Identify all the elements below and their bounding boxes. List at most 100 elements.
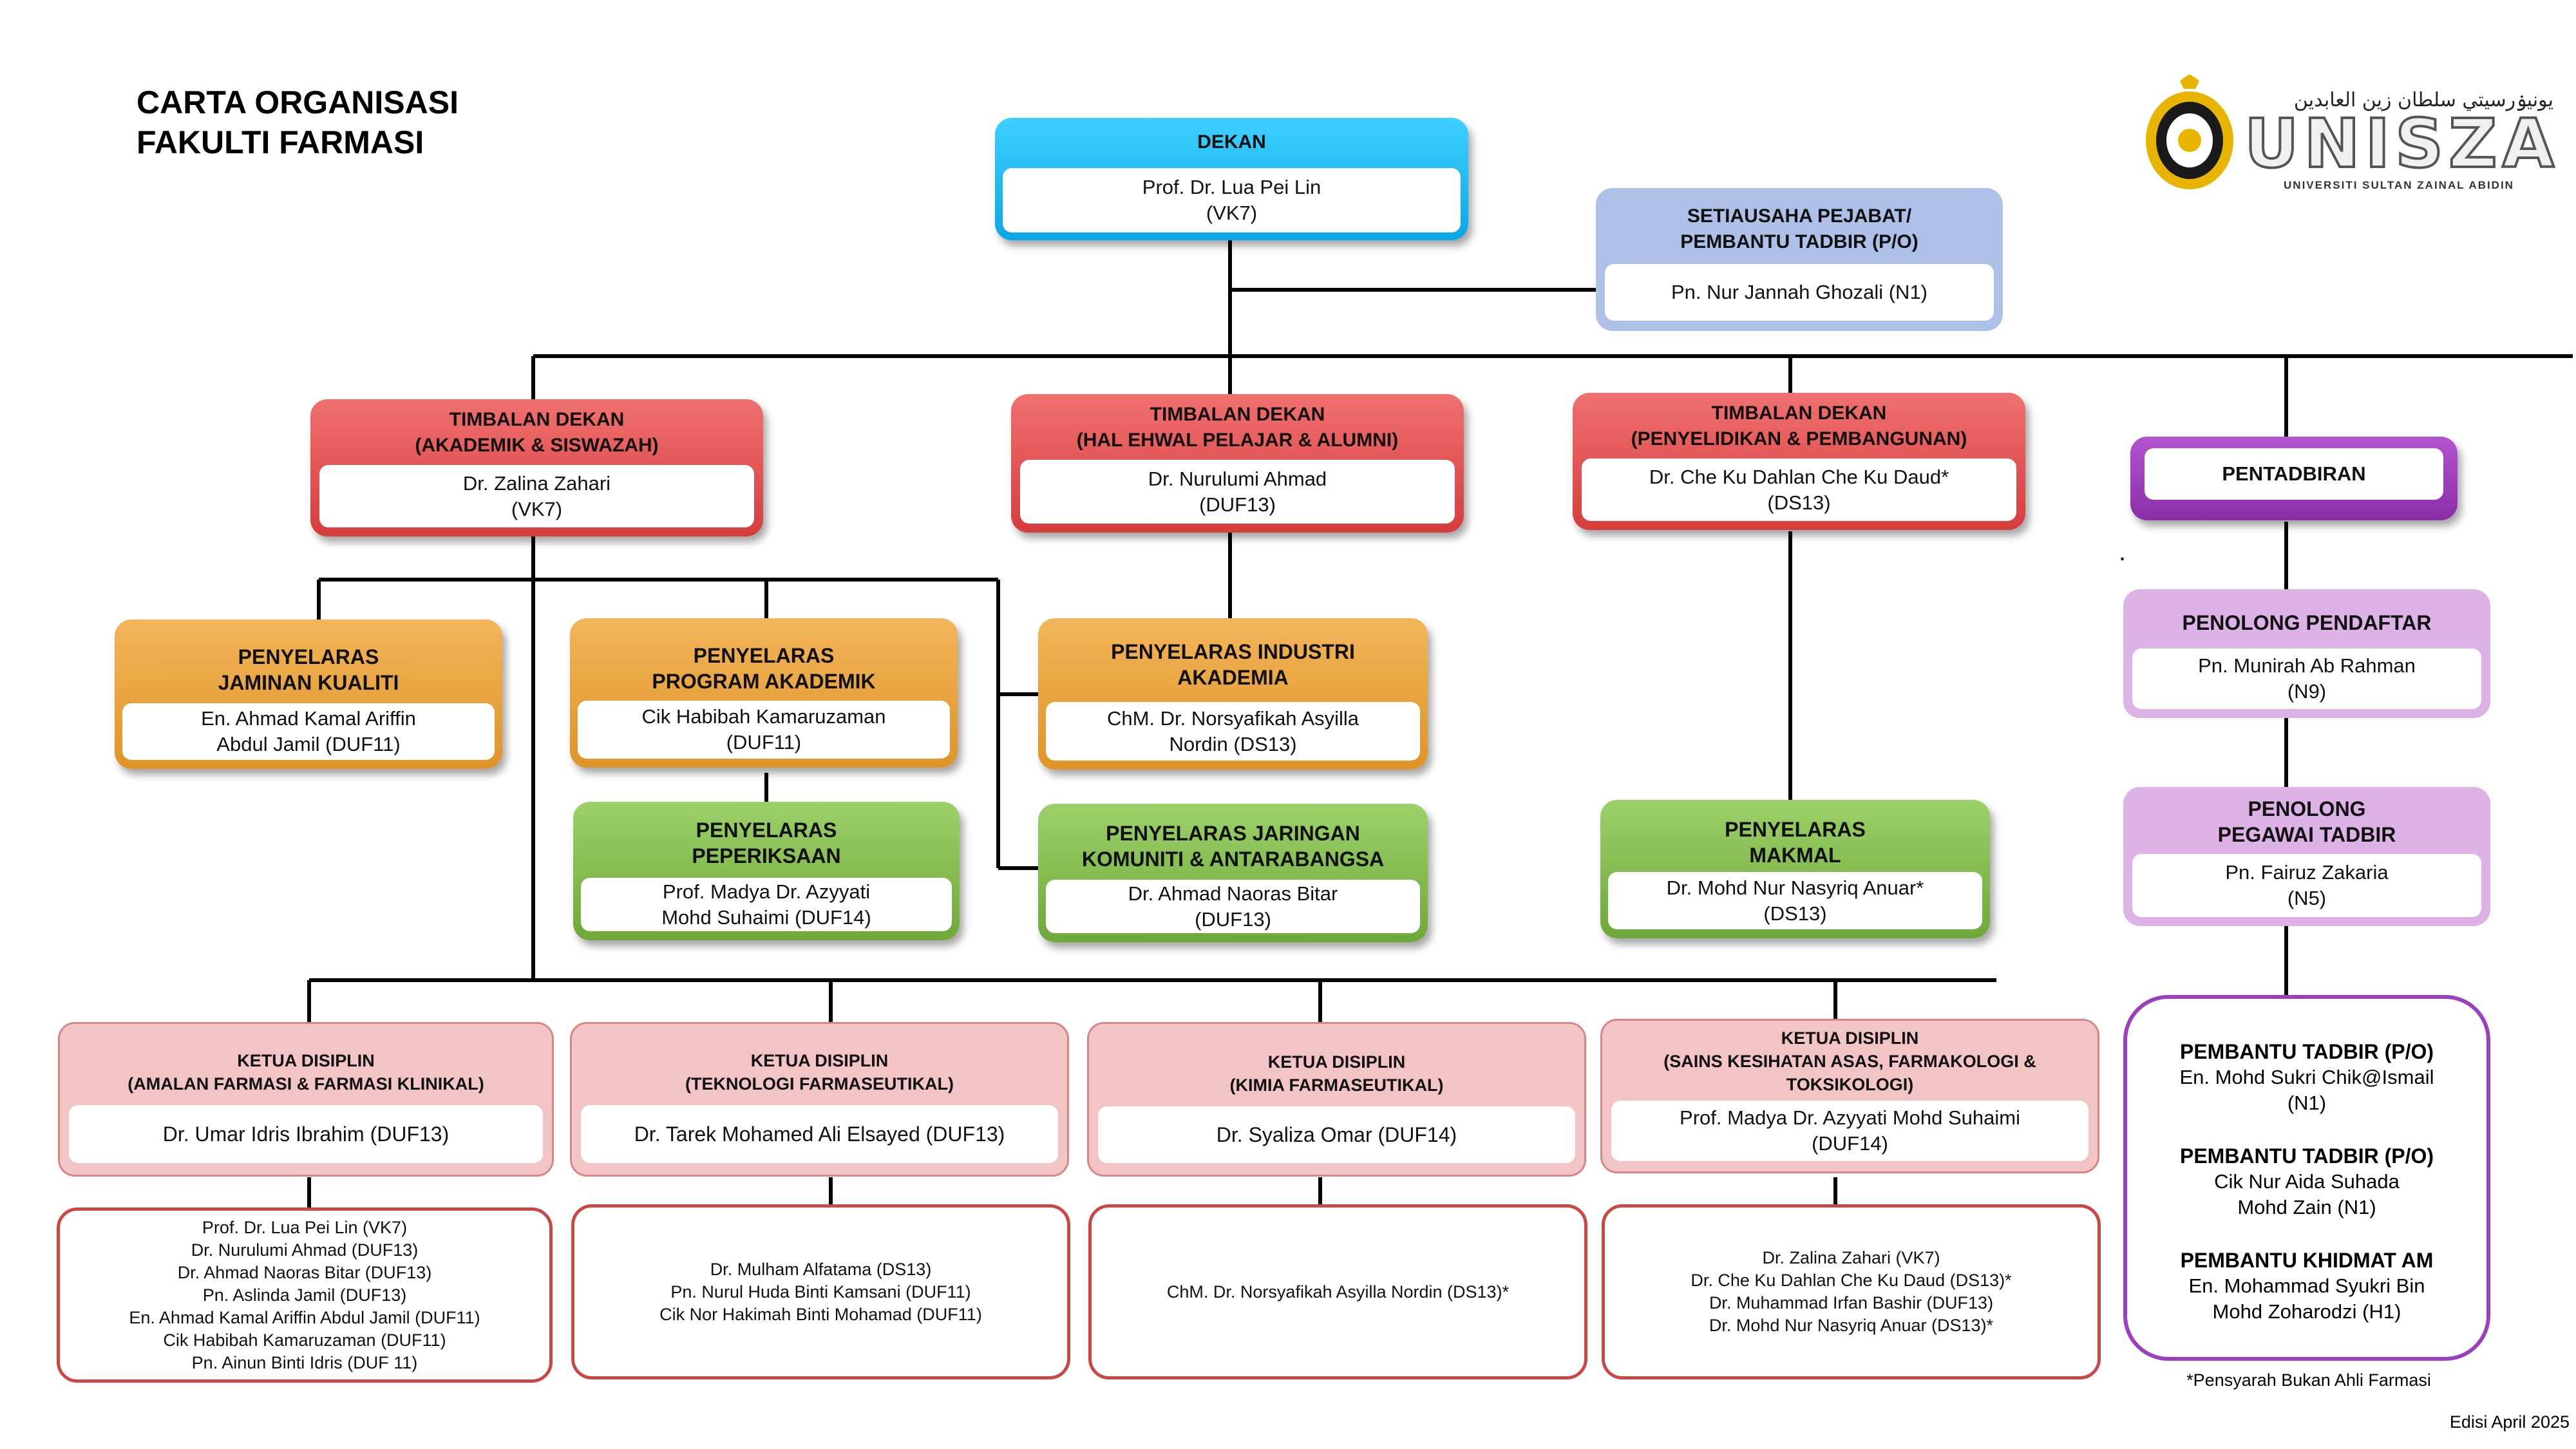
list-item: ChM. Dr. Norsyafikah Asyilla Nordin (DS1…: [1166, 1282, 1510, 1302]
pegawai-grade: (N5): [2287, 887, 2327, 909]
program-title-line1: PENYELARAS: [693, 644, 835, 667]
industri-inner: ChM. Dr. Norsyafikah Asyilla Nordin (DS1…: [1046, 702, 1420, 761]
makmal-grade: (DS13): [1763, 902, 1827, 925]
td3-title-line1: TIMBALAN DEKAN: [1711, 402, 1887, 424]
chart-title-line2: FAKULTI FARMASI: [137, 124, 424, 160]
pendaftar-name: Pn. Munirah Ab Rahman: [2198, 654, 2416, 677]
kd3-title-line2: (KIMIA FARMASEUTIKAL): [1229, 1075, 1444, 1095]
makmal-title: PENYELARAS MAKMAL: [1600, 815, 1990, 869]
jaringan-name: Dr. Ahmad Naoras Bitar: [1128, 882, 1338, 905]
penyelaras-industri-akademia-box: PENYELARAS INDUSTRI AKADEMIA ChM. Dr. No…: [1038, 618, 1428, 770]
pembantu-staff-box: PEMBANTU TADBIR (P/O) En. Mohd Sukri Chi…: [2123, 995, 2490, 1361]
staff-1: PEMBANTU TADBIR (P/O) En. Mohd Sukri Chi…: [2180, 1031, 2434, 1116]
td3-title-line2: (PENYELIDIKAN & PEMBANGUNAN): [1631, 428, 1967, 450]
kd4-inner: Prof. Madya Dr. Azyyati Mohd Suhaimi (DU…: [1611, 1101, 2088, 1161]
kd2-title: KETUA DISIPLIN (TEKNOLOGI FARMASEUTIKAL): [572, 1048, 1067, 1096]
kd2-title-line2: (TEKNOLOGI FARMASEUTIKAL): [685, 1074, 954, 1094]
td2-inner: Dr. Nurulumi Ahmad (DUF13): [1020, 460, 1455, 524]
kd2-name: Dr. Tarek Mohamed Ali Elsayed (DUF13): [634, 1122, 1005, 1146]
industri-title: PENYELARAS INDUSTRI AKADEMIA: [1038, 638, 1428, 692]
td3-name: Dr. Che Ku Dahlan Che Ku Daud*: [1649, 465, 1949, 488]
industri-name: ChM. Dr. Norsyafikah Asyilla: [1106, 706, 1359, 730]
setiausaha-title-line1: SETIAUSAHA PEJABAT/: [1687, 205, 1912, 227]
kd1-inner: Dr. Umar Idris Ibrahim (DUF13): [69, 1105, 543, 1163]
setiausaha-inner: Pn. Nur Jannah Ghozali (N1): [1605, 264, 1994, 321]
kd4-grade: (DUF14): [1812, 1132, 1888, 1155]
jaminan-grade: Abdul Jamil (DUF11): [216, 733, 401, 755]
td1-name: Dr. Zalina Zahari: [462, 471, 611, 495]
dekan-box: DEKAN Prof. Dr. Lua Pei Lin (VK7): [995, 118, 1468, 240]
jaminan-title: PENYELARAS JAMINAN KUALITI: [115, 643, 502, 697]
jaringan-inner: Dr. Ahmad Naoras Bitar (DUF13): [1046, 880, 1420, 933]
staff-3-line2: Mohd Zoharodzi (H1): [2212, 1300, 2401, 1323]
list-item: Dr. Muhammad Irfan Bashir (DUF13): [1709, 1293, 1994, 1312]
jaminan-name: En. Ahmad Kamal Ariffin: [201, 707, 416, 730]
crest-icon: [2146, 75, 2233, 189]
pegawai-title: PENOLONG PEGAWAI TADBIR: [2123, 795, 2490, 849]
jaringan-title-line2: KOMUNITI & ANTARABANGSA: [1081, 848, 1385, 871]
list-item: Pn. Aslinda Jamil (DUF13): [202, 1285, 407, 1305]
penyelaras-jaminan-kualiti-box: PENYELARAS JAMINAN KUALITI En. Ahmad Kam…: [115, 620, 502, 769]
ketua-disiplin-amalan-box: KETUA DISIPLIN (AMALAN FARMASI & FARMASI…: [58, 1022, 554, 1177]
staff-2-role: PEMBANTU TADBIR (P/O): [2179, 1144, 2434, 1168]
kd1-title-line2: (AMALAN FARMASI & FARMASI KLINIKAL): [128, 1074, 484, 1094]
td3-grade: (DS13): [1767, 491, 1831, 514]
unisza-logo: يونيۏرسيتي سلطان زين العابدين UNISZA UNI…: [2141, 70, 2555, 192]
list-item: Dr. Mulham Alfatama (DS13): [710, 1259, 932, 1279]
dekan-title: DEKAN: [1197, 131, 1266, 153]
list-item: Prof. Dr. Lua Pei Lin (VK7): [202, 1217, 408, 1237]
peperiksaan-name: Prof. Madya Dr. Azyyati: [662, 880, 871, 903]
program-name: Cik Habibah Kamaruzaman: [641, 705, 886, 728]
peperiksaan-title-line2: PEPERIKSAAN: [692, 844, 841, 867]
stray-dot: .: [2119, 538, 2126, 566]
ketua-disiplin-kimia-box: KETUA DISIPLIN (KIMIA FARMASEUTIKAL) Dr.…: [1087, 1022, 1586, 1177]
jaringan-title-line1: PENYELARAS JARINGAN: [1106, 822, 1360, 845]
peperiksaan-inner: Prof. Madya Dr. Azyyati Mohd Suhaimi (DU…: [581, 878, 952, 931]
kd2-title-line1: KETUA DISIPLIN: [750, 1051, 889, 1070]
dekan-name: Prof. Dr. Lua Pei Lin: [1142, 176, 1321, 198]
kd3-title: KETUA DISIPLIN (KIMIA FARMASEUTIKAL): [1089, 1050, 1584, 1097]
jaminan-title-line2: JAMINAN KUALITI: [218, 671, 399, 694]
pegawai-title-line1: PENOLONG: [2248, 797, 2366, 820]
dekan-inner: Prof. Dr. Lua Pei Lin (VK7): [1003, 168, 1461, 232]
pegawai-name: Pn. Fairuz Zakaria: [2225, 861, 2389, 884]
pendaftar-inner: Pn. Munirah Ab Rahman (N9): [2132, 649, 2481, 709]
makmal-inner: Dr. Mohd Nur Nasyriq Anuar* (DS13): [1608, 872, 1982, 929]
staff-2-line2: Mohd Zain (N1): [2237, 1196, 2376, 1218]
kd4-name: Prof. Madya Dr. Azyyati Mohd Suhaimi: [1680, 1106, 2020, 1129]
industri-title-line2: AKADEMIA: [1177, 666, 1289, 689]
makmal-title-line1: PENYELARAS: [1725, 818, 1866, 841]
logo-subtitle: UNIVERSITI SULTAN ZAINAL ABIDIN: [2284, 179, 2514, 191]
penolong-pendaftar-box: PENOLONG PENDAFTAR Pn. Munirah Ab Rahman…: [2123, 589, 2490, 718]
list-item: Dr. Che Ku Dahlan Che Ku Daud (DS13)*: [1690, 1271, 2012, 1290]
timbalan-dekan-penyelidikan-box: TIMBALAN DEKAN (PENYELIDIKAN & PEMBANGUN…: [1573, 393, 2025, 530]
staff-3-role: PEMBANTU KHIDMAT AM: [2180, 1249, 2434, 1272]
list-item: Cik Nor Hakimah Binti Mohamad (DUF11): [659, 1304, 982, 1324]
jaringan-grade: (DUF13): [1195, 907, 1271, 931]
kd1-title-line1: KETUA DISIPLIN: [237, 1051, 375, 1070]
kd4-title-line2: (SAINS KESIHATAN ASAS, FARMAKOLOGI &: [1663, 1052, 2036, 1071]
disiplin-kimia-staff-list: ChM. Dr. Norsyafikah Asyilla Nordin (DS1…: [1088, 1204, 1587, 1379]
setiausaha-box: SETIAUSAHA PEJABAT/ PEMBANTU TADBIR (P/O…: [1596, 188, 2003, 331]
ketua-disiplin-teknologi-box: KETUA DISIPLIN (TEKNOLOGI FARMASEUTIKAL)…: [570, 1022, 1069, 1177]
peperiksaan-title-line1: PENYELARAS: [696, 819, 837, 842]
disiplin-sains-staff-list: Dr. Zalina Zahari (VK7) Dr. Che Ku Dahla…: [1602, 1204, 2101, 1379]
penyelaras-program-akademik-box: PENYELARAS PROGRAM AKADEMIK Cik Habibah …: [570, 618, 958, 768]
penyelaras-jaringan-box: PENYELARAS JARINGAN KOMUNITI & ANTARABAN…: [1038, 804, 1428, 942]
setiausaha-title-line2: PEMBANTU TADBIR (P/O): [1680, 231, 1918, 252]
industri-grade: Nordin (DS13): [1169, 732, 1297, 755]
td3-title: TIMBALAN DEKAN (PENYELIDIKAN & PEMBANGUN…: [1573, 399, 2025, 453]
disiplin-teknologi-staff-list: Dr. Mulham Alfatama (DS13) Pn. Nurul Hud…: [571, 1204, 1070, 1379]
pentadbiran-inner: PENTADBIRAN: [2145, 448, 2443, 500]
kd4-title-line1: KETUA DISIPLIN: [1781, 1028, 1919, 1048]
penyelaras-makmal-box: PENYELARAS MAKMAL Dr. Mohd Nur Nasyriq A…: [1600, 800, 1990, 938]
list-item: En. Ahmad Kamal Ariffin Abdul Jamil (DUF…: [129, 1307, 480, 1327]
peperiksaan-grade: Mohd Suhaimi (DUF14): [661, 905, 871, 929]
staff-1-line1: En. Mohd Sukri Chik@Ismail: [2179, 1066, 2434, 1088]
td2-grade: (DUF13): [1199, 493, 1276, 516]
jaringan-title: PENYELARAS JARINGAN KOMUNITI & ANTARABAN…: [1038, 819, 1428, 873]
footnote: *Pensyarah Bukan Ahli Farmasi: [2186, 1370, 2431, 1390]
program-inner: Cik Habibah Kamaruzaman (DUF11): [578, 701, 950, 759]
logo-wordmark: UNISZA: [2243, 104, 2559, 183]
